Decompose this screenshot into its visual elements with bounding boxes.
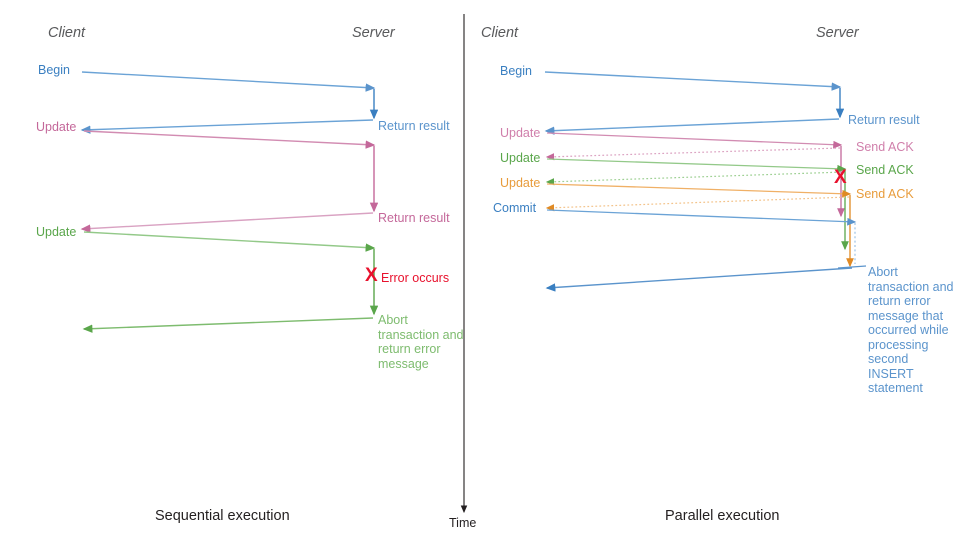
parallel-panel-flows bbox=[544, 71, 867, 292]
error-x-icon-sequential: X bbox=[365, 265, 378, 286]
parallel-label-commit: Commit bbox=[493, 201, 537, 215]
sequential-client-header: Client bbox=[48, 25, 86, 41]
parallel-client-header: Client bbox=[481, 25, 519, 41]
parallel-label-update-3: Update bbox=[500, 176, 541, 190]
flow-return-result-2 bbox=[80, 212, 374, 233]
flow-update-1-p bbox=[546, 132, 843, 149]
flow-commit-p bbox=[546, 209, 857, 226]
sequential-panel-caption: Sequential execution bbox=[155, 508, 290, 524]
parallel-label-begin: Begin bbox=[500, 64, 532, 78]
flow-abort-baseline-p bbox=[837, 265, 867, 269]
flow-begin-p bbox=[544, 71, 842, 91]
parallel-panel-caption: Parallel execution bbox=[665, 508, 780, 524]
flow-update-2 bbox=[83, 231, 376, 252]
error-x-icon-parallel: X bbox=[834, 167, 847, 188]
flow-return-result-p bbox=[544, 118, 840, 135]
sequential-server-header: Server bbox=[352, 25, 395, 41]
sequential-label-update-2: Update bbox=[36, 225, 77, 239]
flow-ack-2-p bbox=[545, 171, 845, 186]
parallel-label-return-result: Return result bbox=[848, 113, 920, 127]
parallel-label-update-1: Update bbox=[500, 126, 541, 140]
flow-begin bbox=[81, 71, 376, 92]
parallel-label-send-ack-3: Send ACK bbox=[856, 187, 914, 201]
sequential-label-abort-message: Abort transaction and return error messa… bbox=[378, 313, 464, 371]
sequential-label-return-result-1: Return result bbox=[378, 119, 450, 133]
parallel-label-send-ack-1: Send ACK bbox=[856, 140, 914, 154]
flow-update-3-p bbox=[546, 183, 852, 198]
flow-update-1 bbox=[83, 130, 376, 149]
sequential-label-update-1: Update bbox=[36, 120, 77, 134]
flow-abort-1 bbox=[82, 317, 374, 333]
parallel-label-send-ack-2: Send ACK bbox=[856, 163, 914, 177]
flow-ack-3-p bbox=[545, 196, 850, 212]
flow-update-2-p bbox=[546, 158, 847, 173]
flow-ack-1-p bbox=[545, 147, 841, 161]
parallel-server-header: Server bbox=[816, 25, 859, 41]
sequential-label-return-result-2: Return result bbox=[378, 211, 450, 225]
sequential-label-error-occurs: Error occurs bbox=[381, 271, 450, 285]
flow-abort-p bbox=[545, 267, 853, 292]
parallel-label-update-2: Update bbox=[500, 151, 541, 165]
sequential-label-begin: Begin bbox=[38, 63, 70, 77]
flow-return-result-1 bbox=[80, 119, 374, 134]
parallel-label-abort-message: Abort transaction and return error messa… bbox=[868, 265, 954, 395]
time-axis-label: Time bbox=[449, 516, 477, 530]
sequential-panel-flows bbox=[80, 71, 379, 333]
